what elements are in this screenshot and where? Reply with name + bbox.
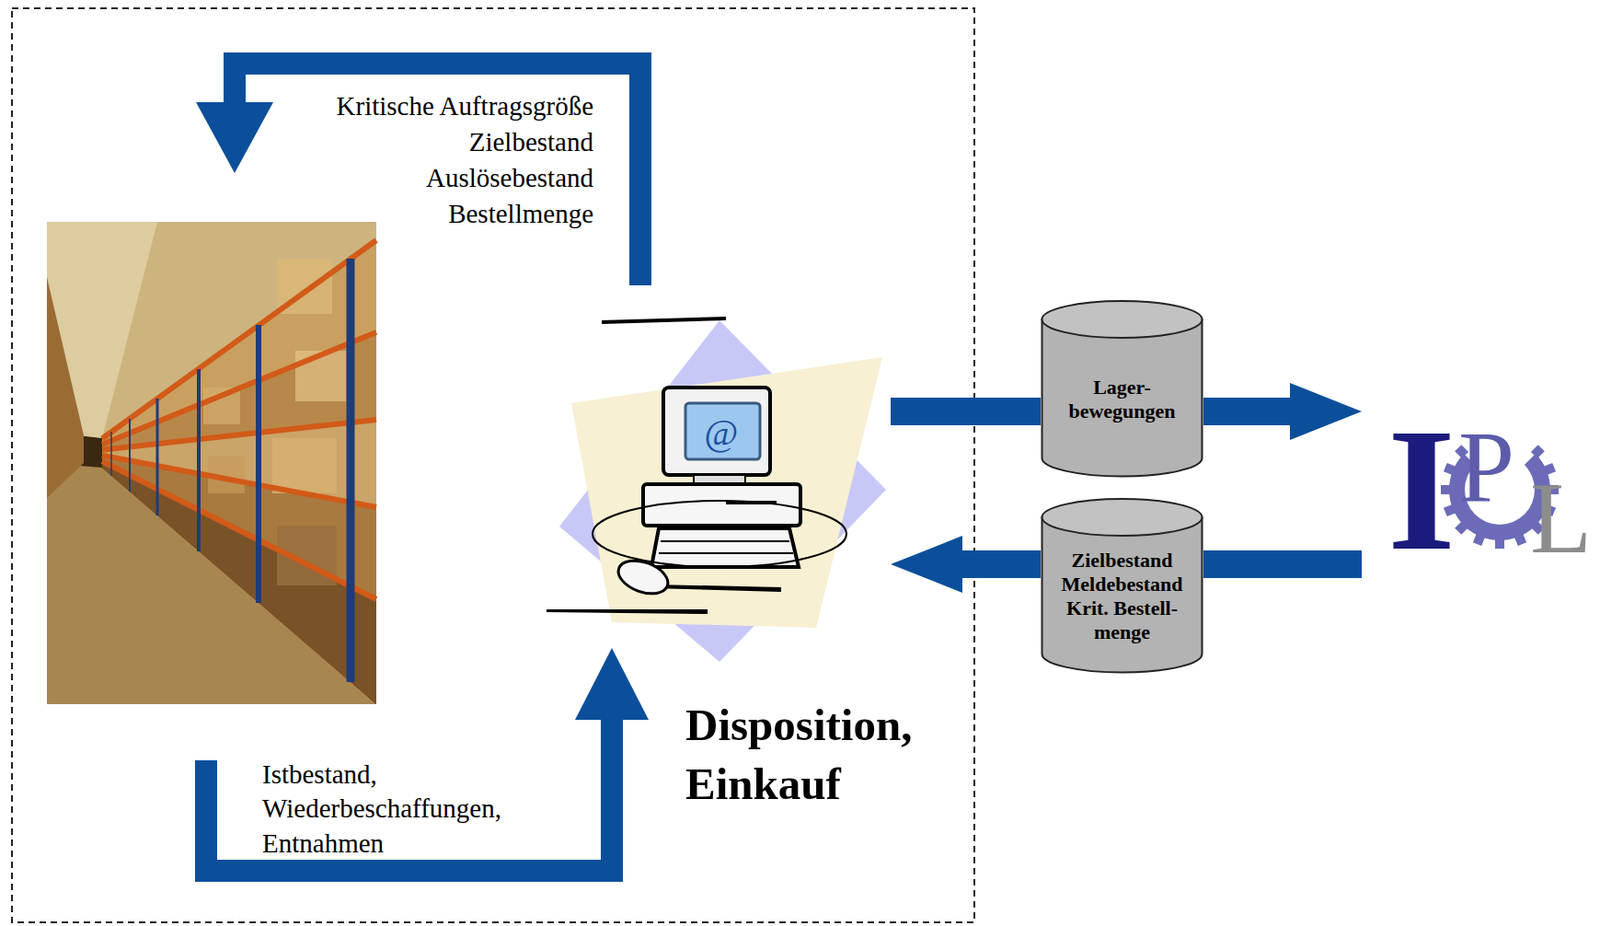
flow-arrow [1203, 564, 1362, 565]
flow-arrow [1203, 382, 1362, 440]
node-heading: Disposition, Einkauf [685, 695, 934, 813]
flow-label: Wiederbeschaffungen, [262, 791, 502, 826]
loop-arrows [195, 63, 649, 871]
computer-clipart [546, 316, 887, 662]
node-text: Zielbestand Meldebestand Krit. Bestell- … [1040, 528, 1204, 645]
screen-symbol: @ [704, 408, 739, 456]
logo: IPL [1361, 404, 1592, 566]
flow-label: Bestellmenge [448, 196, 594, 231]
flow-arrow [890, 411, 1041, 413]
node-text: Lager- bewegungen [1040, 355, 1204, 424]
warehouse-photo [46, 221, 377, 704]
database-cylinder: Zielbestand Meldebestand Krit. Bestell- … [1040, 496, 1204, 676]
logo-letter: P [1458, 415, 1515, 518]
flow-label: Istbestand, [262, 757, 378, 792]
logo-letter: L [1530, 467, 1592, 569]
database-cylinder: Lager- bewegungen [1040, 299, 1204, 480]
computer-node: Disposition, Einkauf [555, 316, 891, 664]
flow-label: Zielbestand [469, 125, 594, 160]
logo-letter: I [1387, 402, 1456, 577]
flow-label: Kritische Auftragsgröße [336, 89, 594, 124]
system-boundary [11, 8, 975, 922]
flow-label: Entnahmen [262, 826, 384, 861]
flow-label: Auslösebestand [425, 161, 594, 196]
flow-arrow [890, 535, 1041, 593]
